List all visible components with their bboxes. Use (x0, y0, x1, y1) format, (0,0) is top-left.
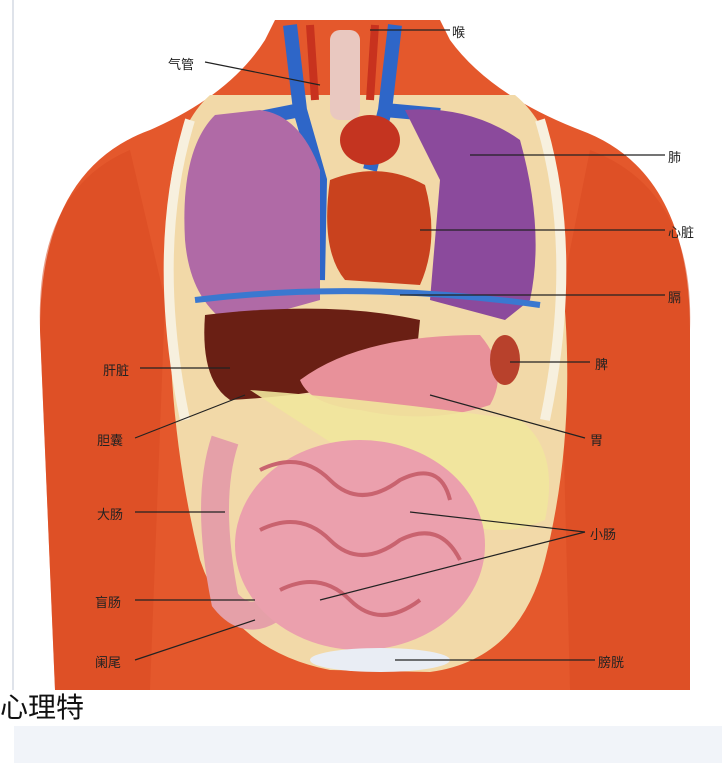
content-strip (14, 726, 722, 763)
label-throat: 喉 (452, 22, 465, 41)
label-appendix: 阑尾 (95, 652, 121, 671)
label-small-intestine: 小肠 (590, 524, 616, 543)
label-cecum: 盲肠 (95, 592, 121, 611)
label-lung: 肺 (668, 147, 681, 166)
heart (327, 171, 431, 285)
caption-text: 心理特 (0, 690, 84, 726)
label-heart: 心脏 (668, 222, 694, 241)
label-stomach: 胃 (590, 430, 603, 449)
label-large-intestine: 大肠 (97, 504, 123, 523)
trachea (330, 30, 360, 120)
anatomy-diagram (0, 0, 722, 690)
label-diaphragm: 膈 (668, 287, 681, 306)
label-spleen: 脾 (595, 354, 608, 373)
label-bladder: 膀胱 (598, 652, 624, 671)
label-liver: 肝脏 (103, 360, 129, 379)
spleen (490, 335, 520, 385)
label-gallbladder: 胆囊 (97, 430, 123, 449)
label-trachea: 气管 (168, 54, 194, 73)
heart-top (340, 115, 400, 165)
